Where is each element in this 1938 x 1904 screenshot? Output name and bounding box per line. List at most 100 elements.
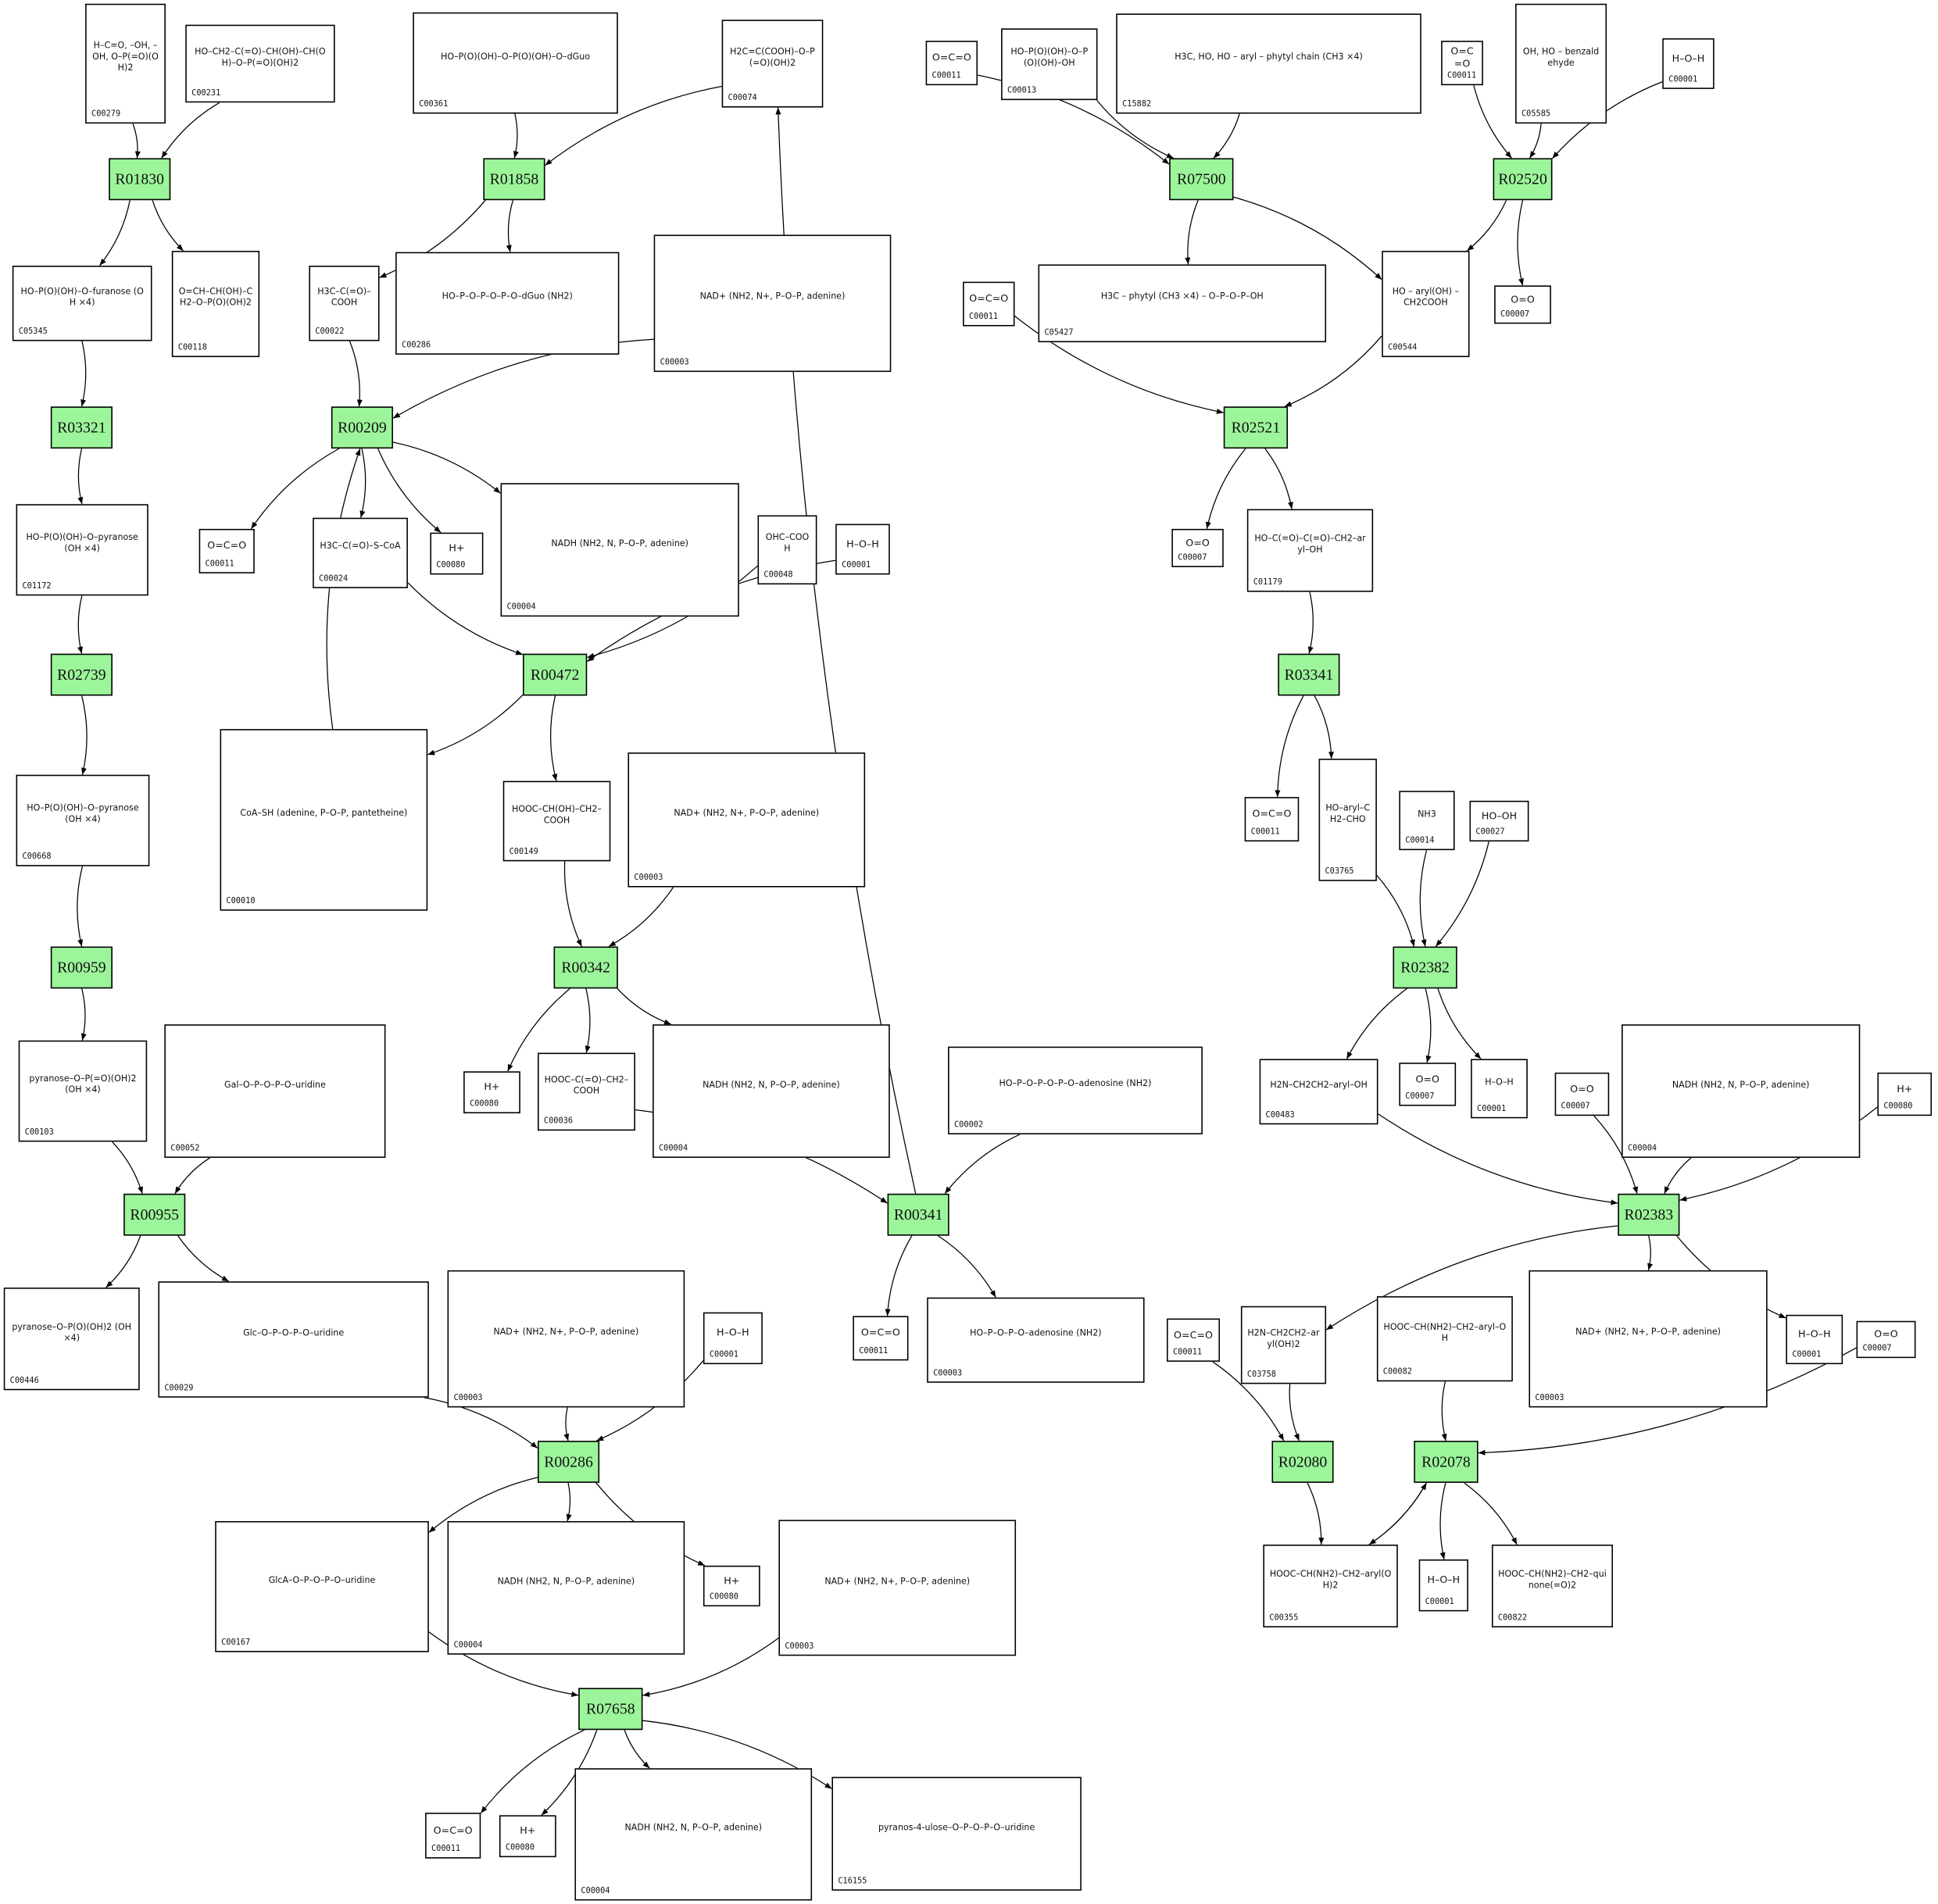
reaction-node-r02383[interactable]: R02383 xyxy=(1618,1193,1680,1236)
compound-node-c00010[interactable]: CoA–SH (adenine, P–O–P, pantetheine)C000… xyxy=(220,729,428,911)
reaction-node-r00341[interactable]: R00341 xyxy=(887,1193,949,1236)
reaction-node-r02382[interactable]: R02382 xyxy=(1393,946,1457,989)
reaction-node-r00342[interactable]: R00342 xyxy=(553,946,618,989)
compound-node-c00286[interactable]: HO–P–O–P–O–P–O–dGuo (NH2)C00286 xyxy=(395,252,620,355)
reaction-node-r00472[interactable]: R00472 xyxy=(523,653,588,696)
compound-node-c00004[interactable]: NADH (NH2, N, P–O–P, adenine)C00004 xyxy=(1622,1024,1861,1158)
compound-id-label: C00001 xyxy=(1477,1103,1507,1114)
reaction-node-r07500[interactable]: R07500 xyxy=(1169,158,1234,201)
compound-node-c00003[interactable]: NAD+ (NH2, N+, P–O–P, adenine)C00003 xyxy=(447,1270,685,1408)
compound-node-c00080[interactable]: H+C00080 xyxy=(1877,1072,1933,1116)
structure-drawing: OH, HO – benzaldehyde xyxy=(1522,46,1600,68)
structure-drawing: O=C=O xyxy=(1450,47,1474,70)
reaction-node-r00286[interactable]: R00286 xyxy=(537,1441,600,1483)
compound-node-c00002[interactable]: HO–P–O–P–O–P–O–adenosine (NH2)C00002 xyxy=(948,1046,1203,1134)
reaction-node-r01830[interactable]: R01830 xyxy=(109,158,171,201)
compound-node-c00080[interactable]: H+C00080 xyxy=(703,1565,760,1607)
compound-node-c00080[interactable]: H+C00080 xyxy=(463,1071,520,1114)
compound-node-c00080[interactable]: H+C00080 xyxy=(499,1815,556,1858)
compound-node-c00003[interactable]: HO–P–O–P–O–adenosine (NH2)C00003 xyxy=(927,1297,1145,1383)
edge-c00052-to-r00955 xyxy=(174,1157,210,1195)
compound-node-c00004[interactable]: NADH (NH2, N, P–O–P, adenine)C00004 xyxy=(653,1024,890,1158)
compound-id-label: C00007 xyxy=(1178,552,1207,563)
compound-node-c15882[interactable]: H3C, HO, HO – aryl – phytyl chain (CH3 ×… xyxy=(1116,13,1421,114)
reaction-node-r02520[interactable]: R02520 xyxy=(1493,158,1553,201)
compound-node-c00003[interactable]: NAD+ (NH2, N+, P–O–P, adenine)C00003 xyxy=(1529,1270,1768,1408)
reaction-node-r02521[interactable]: R02521 xyxy=(1223,406,1289,449)
compound-node-c00003[interactable]: NAD+ (NH2, N+, P–O–P, adenine)C00003 xyxy=(653,234,892,373)
reaction-node-r02078[interactable]: R02078 xyxy=(1414,1441,1479,1483)
compound-node-c00668[interactable]: HO–P(O)(OH)–O–pyranose (OH ×4)C00668 xyxy=(16,774,150,866)
compound-node-c00080[interactable]: H+C00080 xyxy=(430,532,484,575)
reaction-node-r03321[interactable]: R03321 xyxy=(50,406,113,449)
compound-id-label: C00355 xyxy=(1269,1612,1299,1623)
reaction-node-r00955[interactable]: R00955 xyxy=(123,1193,186,1236)
reaction-node-r00209[interactable]: R00209 xyxy=(331,406,393,449)
compound-node-c01172[interactable]: HO–P(O)(OH)–O–pyranose (OH ×4)C01172 xyxy=(16,504,148,596)
compound-node-c05345[interactable]: HO–P(O)(OH)–O–furanose (OH ×4)C05345 xyxy=(12,266,152,341)
compound-node-c00446[interactable]: pyranose–O–P(O)(OH)2 (OH ×4)C00446 xyxy=(3,1288,140,1391)
reaction-node-r07658[interactable]: R07658 xyxy=(578,1688,643,1731)
structure-drawing: H+ xyxy=(484,1081,500,1093)
reaction-node-r00959[interactable]: R00959 xyxy=(50,946,113,989)
reaction-node-r02739[interactable]: R02739 xyxy=(50,653,113,696)
compound-node-c00103[interactable]: pyranose–O–P(=O)(OH)2 (OH ×4)C00103 xyxy=(18,1040,148,1142)
compound-node-c00004[interactable]: NADH (NH2, N, P–O–P, adenine)C00004 xyxy=(574,1768,813,1901)
reaction-node-r01858[interactable]: R01858 xyxy=(483,158,545,201)
reaction-node-r03341[interactable]: R03341 xyxy=(1278,653,1340,696)
edge-r02520-to-c00544 xyxy=(1466,199,1507,252)
compound-node-c00003[interactable]: NAD+ (NH2, N+, P–O–P, adenine)C00003 xyxy=(778,1520,1017,1656)
reaction-node-r02080[interactable]: R02080 xyxy=(1271,1441,1334,1483)
compound-node-c00003[interactable]: NAD+ (NH2, N+, P–O–P, adenine)C00003 xyxy=(628,752,866,888)
compound-node-c00004[interactable]: NADH (NH2, N, P–O–P, adenine)C00004 xyxy=(447,1520,685,1655)
structure-drawing: H3C–C(=O)–COOH xyxy=(317,286,371,308)
compound-node-c00004[interactable]: NADH (NH2, N, P–O–P, adenine)C00004 xyxy=(500,483,739,617)
